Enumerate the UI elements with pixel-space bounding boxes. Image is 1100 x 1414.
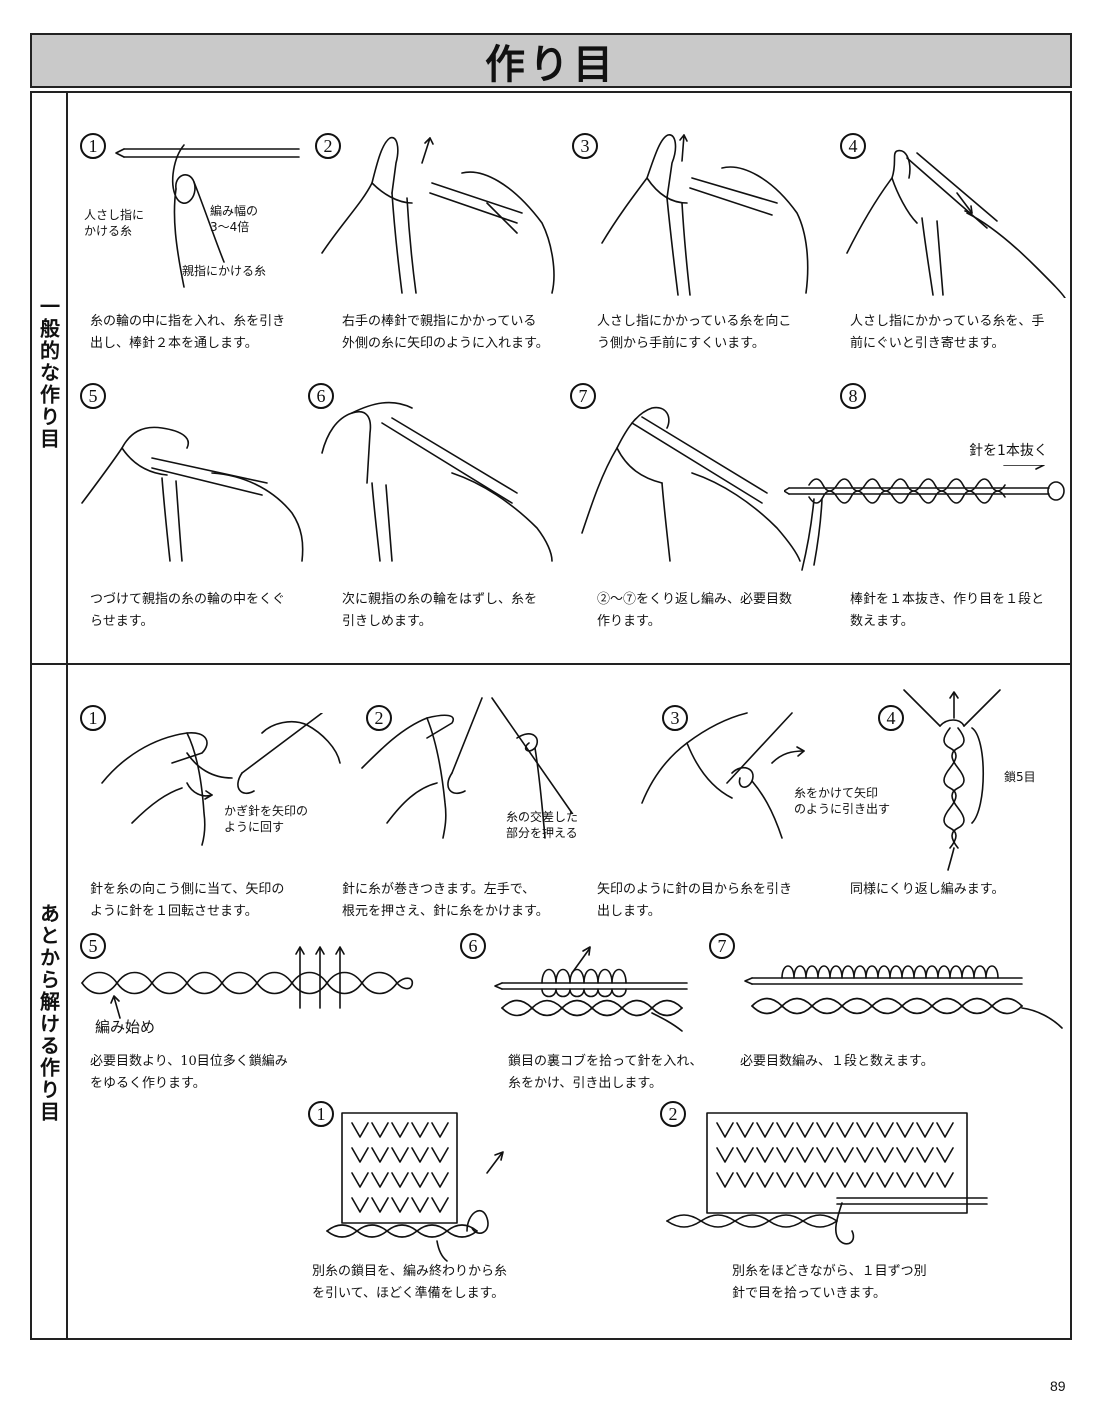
note-remove-needle: 針を1本抜く: [969, 443, 1048, 459]
provisional-step5-illustration: [81, 946, 414, 1019]
section-label-provisional-cast-on: あとから解ける作り目: [36, 903, 61, 1123]
cast-on-step8-illustration: [784, 465, 1065, 571]
step-caption: 棒針を１本抜き、作り目を１段と 数えます。: [850, 592, 1045, 629]
provisional-step2-illustration: [361, 697, 573, 839]
cast-on-step7-illustration: [581, 406, 801, 562]
section-label-column-2: あとから解ける作り目: [32, 663, 68, 1338]
step-number: 6: [460, 933, 486, 959]
note-width-multiplier: 編み幅の 3～4倍: [210, 204, 259, 234]
step-number: 7: [570, 383, 596, 409]
step-caption: 針に糸が巻きつきます。左手で、 根元を押さえ、針に糸をかけます。: [342, 882, 549, 919]
step-caption: 鎖目の裏コブを拾って針を入れ、 糸をかけ、引き出します。: [508, 1054, 703, 1091]
step-number: 1: [308, 1101, 334, 1127]
step-number: 1: [80, 133, 106, 159]
provisional-step7-illustration: [744, 965, 1063, 1029]
page-number: 89: [1050, 1378, 1066, 1394]
step-caption: 別糸をほどきながら、１目ずつ別 針で目を拾っていきます。: [732, 1264, 927, 1301]
step-caption: 矢印のように針の目から糸を引き 出します。: [597, 882, 793, 919]
step-number: 4: [840, 133, 866, 159]
step-number: 3: [572, 133, 598, 159]
cast-on-step6-illustration: [321, 401, 553, 562]
cast-on-step4-illustration: [846, 149, 1066, 298]
cast-on-step3-illustration: [601, 134, 809, 296]
note-chain-count: 鎖5目: [1004, 770, 1036, 784]
content-frame: 一般的な作り目 あとから解ける作り目 1 人さし指に かける糸 編み幅の 3～4…: [30, 91, 1072, 1340]
step-caption: 右手の棒針で親指にかかっている 外側の糸に矢印のように入れます。: [342, 314, 549, 351]
cast-on-step1-illustration: [115, 144, 300, 288]
provisional-step6-illustration: [494, 946, 688, 1032]
step-number: 2: [315, 133, 341, 159]
step-caption: ②～⑦をくり返し編み、必要目数 作ります。: [597, 592, 793, 629]
step-number: 6: [308, 383, 334, 409]
note-index-finger-yarn: 人さし指に かける糸: [84, 208, 145, 238]
note-thumb-yarn: 親指にかける糸: [182, 264, 267, 278]
section-label-general-cast-on: 一般的な作り目: [36, 296, 61, 450]
step-caption: 必要目数編み、１段と数えます。: [740, 1054, 934, 1069]
note-pull-through: 糸をかけて矢印 のように引き出す: [794, 786, 891, 816]
unravel-step2-illustration: [666, 1112, 988, 1245]
step-caption: つづけて親指の糸の輪の中をくぐ らせます。: [90, 592, 286, 629]
step-number: 1: [80, 705, 106, 731]
step-number: 8: [840, 383, 866, 409]
note-rotate-hook: かぎ針を矢印の ように回す: [224, 804, 309, 834]
provisional-step1-illustration: [101, 713, 341, 846]
page-title: 作り目: [485, 41, 617, 88]
step-caption: 糸の輪の中に指を入れ、糸を引き 出し、棒針２本を通します。: [90, 314, 286, 351]
step-number: 5: [80, 383, 106, 409]
step-caption: 人さし指にかかっている糸を向こ う側から手前にすくいます。: [597, 314, 792, 351]
unravel-step1-illustration: [326, 1112, 504, 1262]
provisional-step4-illustration: [903, 689, 1001, 871]
step-caption: 同様にくり返し編みます。: [850, 882, 1005, 897]
step-number: 2: [366, 705, 392, 731]
page-title-bar: 作り目: [30, 33, 1072, 88]
step-number: 4: [878, 705, 904, 731]
cast-on-step2-illustration: [321, 136, 555, 294]
section-label-column-1: 一般的な作り目: [32, 93, 68, 663]
section-divider: [32, 663, 1070, 665]
provisional-step3-illustration: [641, 712, 805, 839]
step-number: 3: [662, 705, 688, 731]
step-caption: 針を糸の向こう側に当て、矢印の ように針を１回転させます。: [90, 882, 285, 919]
cast-on-step5-illustration: [81, 426, 304, 562]
note-hold-crossing: 糸の交差した 部分を押える: [506, 810, 579, 840]
note-start-point: 編み始め: [95, 1018, 156, 1036]
step-number: 7: [709, 933, 735, 959]
step-caption: 人さし指にかかっている糸を、手 前にぐいと引き寄せます。: [850, 314, 1045, 351]
step-number: 5: [80, 933, 106, 959]
step-number: 2: [660, 1101, 686, 1127]
step-caption: 別糸の鎖目を、編み終わりから糸 を引いて、ほどく準備をします。: [312, 1264, 508, 1301]
step-caption: 次に親指の糸の輪をはずし、糸を 引きしめます。: [342, 592, 538, 629]
step-caption: 必要目数より、10目位多く鎖編み をゆるく作ります。: [90, 1054, 288, 1091]
